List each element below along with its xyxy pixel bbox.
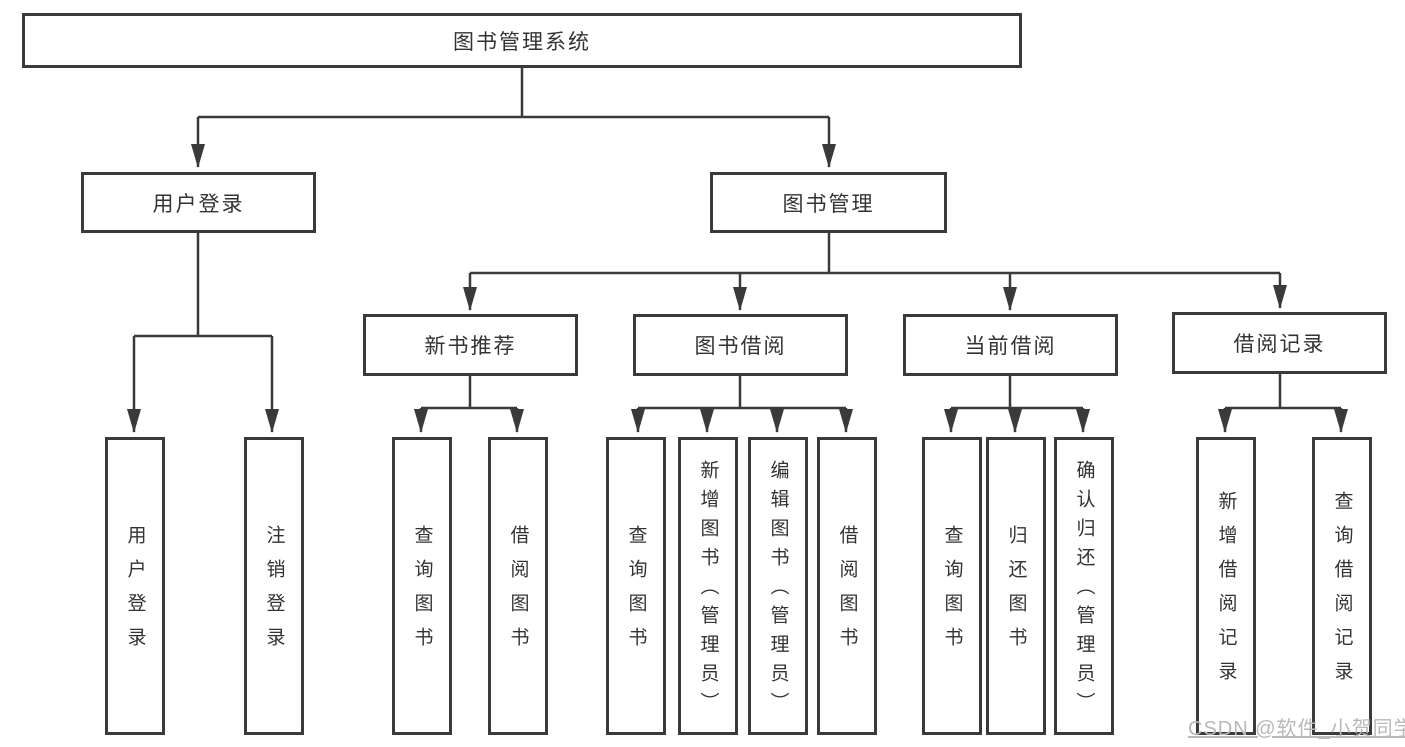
node-user-login-label: 用户登录 [152,192,245,216]
node-book-management: 图书管理 [710,172,947,233]
leaf-borrowing-edit-book-admin-label: 编辑图书（管理员） [767,459,789,721]
leaf-borrowing-edit-book-admin: 编辑图书（管理员） [748,437,808,735]
leaf-current-confirm-return-admin: 确认归还（管理员） [1054,437,1114,735]
node-library-system-label: 图书管理系统 [453,30,591,54]
leaf-current-query-books-label: 查询图书 [941,525,963,661]
watermark-text: CSDN @软件_小贺同学 [1188,718,1405,740]
node-book-management-label: 图书管理 [782,192,875,216]
leaf-records-add-borrow-record: 新增借阅记录 [1196,437,1256,735]
node-book-borrowing: 图书借阅 [633,314,848,376]
leaf-logout-login-label: 注销登录 [263,525,285,661]
leaf-records-add-borrow-record-label: 新增借阅记录 [1215,491,1237,695]
leaf-current-return-books-label: 归还图书 [1005,525,1027,661]
node-user-login: 用户登录 [81,172,316,233]
node-current-borrowing: 当前借阅 [903,314,1118,376]
leaf-user-login: 用户登录 [105,437,165,735]
leaf-records-query-borrow-record-label: 查询借阅记录 [1331,491,1353,695]
node-book-borrowing-label: 图书借阅 [694,335,787,358]
leaf-borrowing-add-book-admin-label: 新增图书（管理员） [697,459,719,721]
leaf-logout-login: 注销登录 [244,437,304,735]
leaf-records-query-borrow-record: 查询借阅记录 [1312,437,1372,735]
leaf-newbooks-borrow-books-label: 借阅图书 [507,525,529,661]
node-borrow-records: 借阅记录 [1172,312,1387,374]
leaf-current-query-books: 查询图书 [922,437,982,735]
leaf-current-confirm-return-admin-label: 确认归还（管理员） [1073,459,1095,721]
node-new-book-recommend-label: 新书推荐 [424,335,517,358]
leaf-newbooks-query-books: 查询图书 [392,437,452,735]
leaf-newbooks-borrow-books: 借阅图书 [488,437,548,735]
arrow-drops [127,117,1348,433]
leaf-borrowing-borrow-books-label: 借阅图书 [836,525,858,661]
node-library-system: 图书管理系统 [22,13,1022,68]
leaf-borrowing-query-books: 查询图书 [606,437,666,735]
leaf-newbooks-query-books-label: 查询图书 [411,525,433,661]
node-new-book-recommend: 新书推荐 [363,314,578,376]
node-borrow-records-label: 借阅记录 [1233,333,1326,356]
leaf-borrowing-borrow-books: 借阅图书 [817,437,877,735]
leaf-user-login-label: 用户登录 [124,525,146,661]
leaf-borrowing-add-book-admin: 新增图书（管理员） [678,437,738,735]
leaf-borrowing-query-books-label: 查询图书 [625,525,647,661]
leaf-current-return-books: 归还图书 [986,437,1046,735]
node-current-borrowing-label: 当前借阅 [964,335,1057,358]
